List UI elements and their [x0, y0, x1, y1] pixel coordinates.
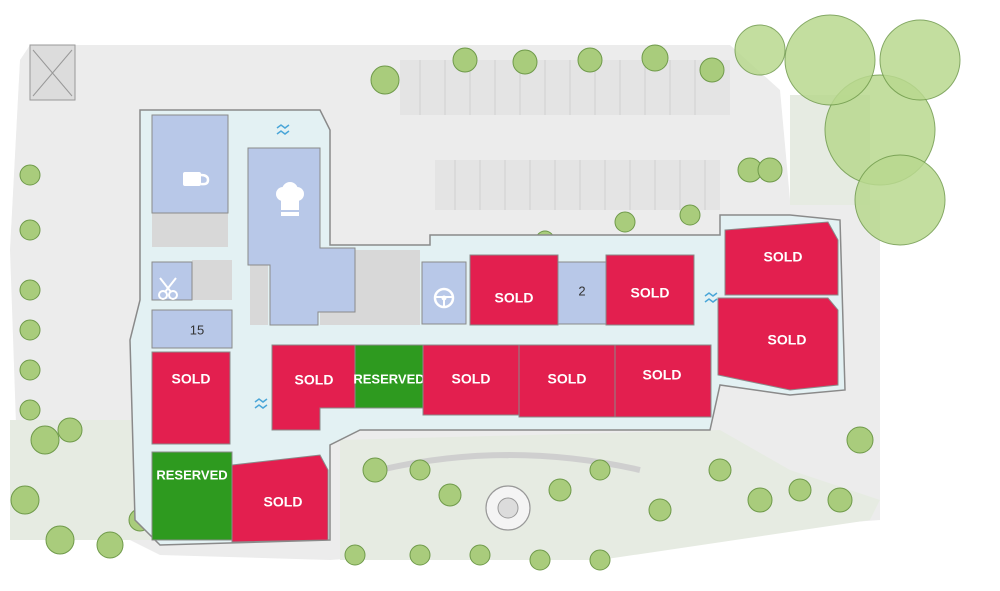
unit-status-label: SOLD: [643, 367, 682, 383]
unit-sold[interactable]: SOLD: [605, 254, 695, 326]
driving-room: [421, 261, 467, 325]
unit-status-label: SOLD: [631, 285, 670, 301]
unit-number-label: 2: [578, 283, 585, 298]
pool-icon: [254, 124, 718, 409]
unit-sold[interactable]: SOLD: [231, 454, 329, 543]
unit-status-label: RESERVED: [156, 467, 227, 482]
unit-status-label: SOLD: [295, 372, 334, 388]
unit-sold[interactable]: SOLD: [518, 344, 616, 418]
unit-reserved[interactable]: RESERVED: [151, 451, 233, 541]
unit-status-label: SOLD: [264, 494, 303, 510]
unit-number-label: 15: [190, 322, 204, 337]
amenities: [151, 114, 607, 349]
unit-reserved[interactable]: RESERVED: [353, 344, 425, 409]
unit-status-label: SOLD: [452, 371, 491, 387]
unit-status-label: SOLD: [768, 332, 807, 348]
chef-hat-icon: [276, 182, 304, 216]
unit-15: [151, 309, 233, 349]
unit-2: [557, 261, 607, 325]
unit-sold[interactable]: SOLD: [614, 344, 712, 418]
coffee-cup-icon: [183, 172, 210, 186]
unit-sold[interactable]: SOLD: [469, 254, 559, 326]
unit-sold[interactable]: SOLD: [151, 351, 231, 445]
cafe-room: [151, 114, 229, 214]
unit-sold[interactable]: SOLD: [724, 221, 839, 296]
steering-wheel-icon: [433, 287, 455, 309]
unit-status-label: SOLD: [764, 249, 803, 265]
units: SOLD SOLD SOLD SOLD SOLD SOLD RE: [151, 221, 839, 543]
unit-sold[interactable]: SOLD: [422, 344, 520, 416]
unit-status-label: SOLD: [548, 371, 587, 387]
unit-status-label: SOLD: [172, 371, 211, 387]
dining-room: [247, 147, 356, 326]
unit-status-label: SOLD: [495, 290, 534, 306]
scissors-icon: [158, 277, 178, 300]
unit-status-label: RESERVED: [353, 371, 424, 386]
unit-sold[interactable]: SOLD: [717, 297, 839, 391]
salon-room: [151, 261, 193, 301]
